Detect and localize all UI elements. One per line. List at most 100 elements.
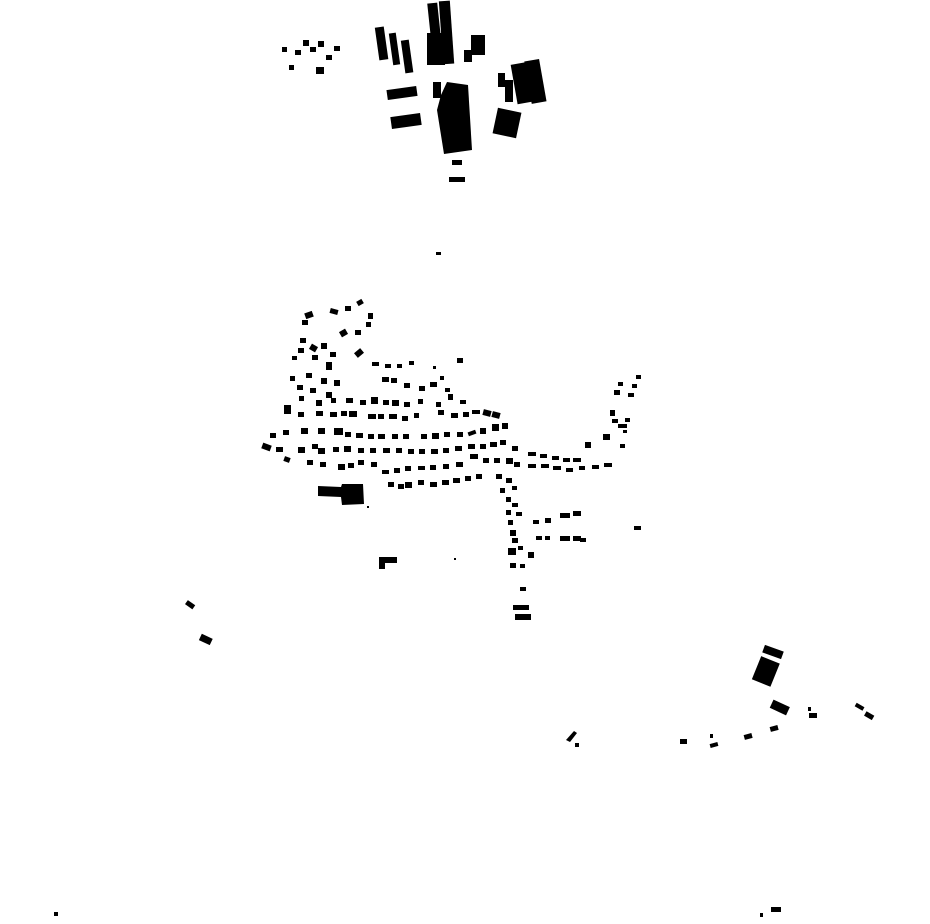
building xyxy=(283,456,291,463)
building xyxy=(512,446,518,451)
building xyxy=(374,26,389,61)
building xyxy=(316,400,322,406)
building xyxy=(355,330,361,335)
building xyxy=(358,460,364,465)
building xyxy=(371,462,377,467)
building xyxy=(808,707,811,711)
building xyxy=(505,80,513,102)
building xyxy=(566,731,577,742)
building xyxy=(512,503,518,507)
building xyxy=(344,446,351,452)
building xyxy=(709,742,719,748)
building xyxy=(270,433,276,438)
building xyxy=(297,385,303,390)
building xyxy=(508,548,516,555)
building xyxy=(494,458,500,463)
building xyxy=(302,320,308,325)
building xyxy=(379,557,397,563)
building xyxy=(510,563,516,568)
building xyxy=(506,478,512,483)
building xyxy=(500,440,506,445)
building xyxy=(516,512,522,516)
building xyxy=(533,520,539,524)
building xyxy=(404,402,410,407)
building xyxy=(603,434,610,440)
building xyxy=(316,67,324,74)
building xyxy=(769,699,790,716)
building xyxy=(330,412,337,417)
building xyxy=(299,396,304,401)
building xyxy=(592,465,599,469)
building xyxy=(298,447,305,453)
building xyxy=(427,2,441,39)
building xyxy=(492,107,522,139)
building xyxy=(338,328,349,338)
building xyxy=(421,434,427,439)
building xyxy=(512,486,517,490)
building xyxy=(276,447,283,452)
building xyxy=(438,0,455,65)
building xyxy=(430,482,437,487)
building xyxy=(448,394,453,400)
building xyxy=(710,734,713,738)
building xyxy=(760,913,763,917)
building xyxy=(419,386,425,391)
building xyxy=(460,400,466,404)
building xyxy=(333,447,339,452)
building xyxy=(743,733,753,740)
building xyxy=(430,382,437,387)
building xyxy=(316,411,323,416)
building xyxy=(625,418,630,422)
building xyxy=(321,378,327,384)
building xyxy=(457,358,463,363)
building xyxy=(396,448,402,453)
north-industrial-cluster xyxy=(282,0,547,255)
building xyxy=(372,362,379,366)
building xyxy=(623,430,627,433)
building xyxy=(310,388,316,393)
building xyxy=(283,430,289,435)
building xyxy=(563,458,570,462)
building xyxy=(312,355,318,360)
building xyxy=(518,546,523,550)
building xyxy=(371,397,378,404)
building xyxy=(436,252,441,255)
building xyxy=(290,376,295,381)
building xyxy=(520,564,525,568)
building xyxy=(370,448,376,453)
building xyxy=(356,298,364,307)
building xyxy=(404,383,410,388)
building xyxy=(864,711,875,721)
building xyxy=(614,390,620,395)
building xyxy=(432,433,439,439)
building xyxy=(480,428,486,434)
building xyxy=(358,448,364,453)
building xyxy=(318,448,325,454)
building xyxy=(573,458,581,462)
building xyxy=(483,458,489,463)
building xyxy=(552,456,559,460)
building xyxy=(492,424,499,431)
building xyxy=(402,416,408,421)
building xyxy=(400,39,414,74)
building xyxy=(468,444,475,449)
building xyxy=(378,414,384,419)
building xyxy=(456,462,463,467)
building xyxy=(513,605,529,610)
building xyxy=(341,411,347,416)
building xyxy=(502,423,508,429)
building xyxy=(385,364,391,368)
building xyxy=(560,536,570,541)
building xyxy=(392,400,399,406)
building xyxy=(390,112,422,130)
building xyxy=(261,442,272,452)
building xyxy=(418,480,424,485)
building xyxy=(451,413,458,418)
building xyxy=(506,497,511,502)
building xyxy=(418,466,425,470)
building xyxy=(418,399,423,404)
building xyxy=(443,464,449,469)
building xyxy=(612,419,618,423)
building xyxy=(491,411,501,419)
building xyxy=(388,482,394,487)
